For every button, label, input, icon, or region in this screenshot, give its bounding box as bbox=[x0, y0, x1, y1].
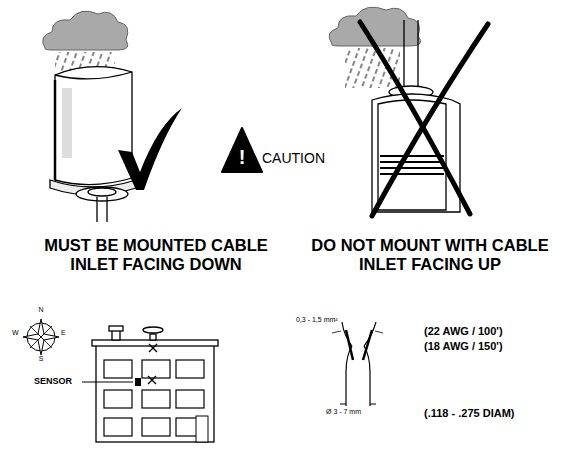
window bbox=[104, 418, 132, 436]
window bbox=[176, 360, 204, 378]
window bbox=[142, 390, 170, 408]
rain bbox=[345, 48, 400, 88]
caution-symbol: ! bbox=[239, 146, 246, 169]
compass-letter: E bbox=[61, 329, 66, 337]
compass-letter: W bbox=[12, 329, 19, 337]
cable bbox=[332, 322, 383, 406]
dimension-label: (.118 - .275 DIAM) bbox=[424, 407, 514, 420]
sensor-housing bbox=[50, 67, 136, 222]
dimension-label: Ø 3 - 7 mm bbox=[326, 408, 361, 416]
building bbox=[92, 326, 218, 442]
dimension-label: (22 AWG / 100') bbox=[424, 325, 503, 338]
window bbox=[142, 418, 170, 436]
compass-letter: S bbox=[39, 355, 44, 363]
dimension-label: 0,3 - 1,5 mm² bbox=[296, 316, 338, 324]
caption: MUST BE MOUNTED CABLE INLET FACING DOWN bbox=[25, 236, 287, 274]
door bbox=[196, 416, 208, 442]
caption: DO NOT MOUNT WITH CABLE INLET FACING UP bbox=[298, 236, 562, 274]
caution-triangle bbox=[222, 128, 262, 172]
caution-label: CAUTION bbox=[262, 150, 325, 166]
sensor-mark bbox=[135, 378, 141, 386]
cross-mark bbox=[360, 22, 488, 216]
cloud bbox=[329, 7, 421, 46]
part-label: SENSOR bbox=[34, 376, 72, 386]
leader-line bbox=[82, 381, 133, 382]
window-grid bbox=[104, 360, 204, 436]
window bbox=[104, 390, 132, 408]
window bbox=[104, 360, 132, 378]
dimension-label: (18 AWG / 150') bbox=[424, 340, 503, 353]
check-mark bbox=[118, 108, 182, 190]
cloud bbox=[43, 11, 128, 50]
compass-rose bbox=[23, 319, 59, 355]
window bbox=[142, 360, 170, 378]
mounting-x-mark bbox=[148, 344, 157, 384]
compass-letter: N bbox=[38, 306, 43, 314]
window bbox=[176, 390, 204, 408]
